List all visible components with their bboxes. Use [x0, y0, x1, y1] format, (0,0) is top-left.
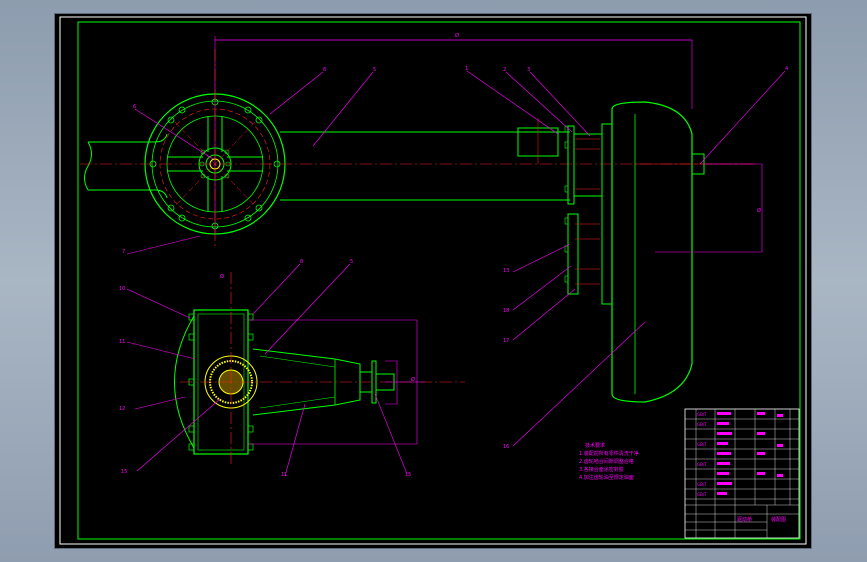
- balloon-label: 8: [323, 67, 326, 73]
- title-footer-right: 装配图: [771, 516, 786, 523]
- balloon-label: 1: [465, 66, 468, 72]
- title-row-label: GB/T: [697, 422, 707, 427]
- dim-cone-length: Ø: [411, 376, 415, 383]
- notes-line: 3.各接合面涂密封胶: [579, 466, 624, 473]
- cad-viewport[interactable]: Ø: [55, 14, 811, 548]
- wheel-drum: [611, 101, 693, 403]
- technical-notes: 技术要求 1.装配前所有零件清洗干净 2.齿轮啮合间隙调整合格 3.各接合面涂密…: [579, 442, 639, 481]
- balloon-label: 8: [300, 259, 303, 265]
- balloon-label: 18: [503, 308, 509, 314]
- side-view-leaders: [126, 263, 408, 477]
- side-view: Ø Ø: [174, 272, 465, 464]
- notes-title: 技术要求: [585, 442, 605, 449]
- sheet-outer-border: [59, 16, 807, 545]
- balloon-label: 10: [119, 286, 125, 292]
- balloon-label: 4: [785, 66, 788, 72]
- balloon-label: 13: [503, 268, 509, 274]
- balloon-label: 15: [121, 469, 127, 475]
- title-row-label: GB/T: [697, 442, 707, 447]
- balloon-label: 11: [281, 472, 287, 478]
- notes-line: 4.加注齿轮油至规定油面: [579, 474, 634, 481]
- balloon-label: 5: [373, 67, 376, 73]
- top-view-leaders: [126, 70, 786, 447]
- balloon-label: 15: [405, 472, 411, 478]
- notes-line: 2.齿轮啮合间隙调整合格: [579, 458, 634, 465]
- title-row-label: GB/T: [697, 462, 707, 467]
- title-row-label: GB/T: [697, 482, 707, 487]
- balloon-label: 6: [133, 104, 136, 110]
- title-footer-left: 驱动桥: [737, 516, 752, 523]
- balloon-label: 11: [119, 339, 125, 345]
- drawing-frame: [77, 21, 801, 540]
- balloon-label: 12: [119, 406, 125, 412]
- balloon-label: 17: [503, 338, 509, 344]
- balloon-label: 7: [122, 249, 125, 255]
- title-block: GB/T GB/T GB/T GB/T GB/T GB/T 驱动桥 装配图: [684, 408, 800, 539]
- dim-flange-width: Ø: [220, 273, 224, 280]
- side-view-balloons: 10 11 12 15 8 5 11 15: [119, 259, 411, 478]
- balloon-label: 5: [350, 259, 353, 265]
- balloon-label: 3: [527, 67, 530, 73]
- dim-height-right: Ø: [757, 207, 761, 214]
- notes-line: 1.装配前所有零件清洗干净: [579, 450, 639, 457]
- top-view: Ø: [80, 32, 763, 403]
- title-row-label: GB/T: [697, 412, 707, 417]
- dim-overall-length: Ø: [455, 32, 459, 39]
- balloon-label: 16: [503, 444, 509, 450]
- top-view-balloons: 8 5 1 2 3 4 7 6 13 18 17 16: [122, 66, 788, 450]
- balloon-label: 2: [503, 67, 506, 73]
- assembly-drawing: Ø: [59, 16, 807, 545]
- title-row-label: GB/T: [697, 492, 707, 497]
